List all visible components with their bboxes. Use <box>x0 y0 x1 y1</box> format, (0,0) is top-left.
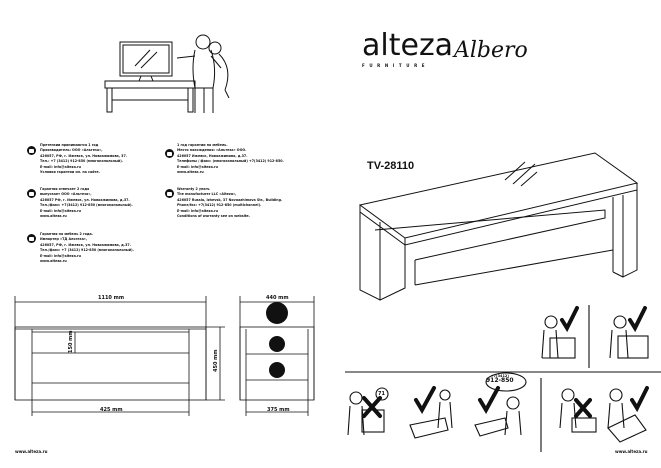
contact-line: E-mail: info@alteza.ru <box>177 164 219 169</box>
contact-line: выпускает ООО «Альтеза», <box>40 192 92 197</box>
dimension-drawing <box>14 296 315 416</box>
contact-line: www.alteza.ru <box>177 170 204 175</box>
contact-line: Импортер «ТД Альтеза», <box>40 237 88 242</box>
cross-icon <box>362 396 382 418</box>
person-icon <box>609 315 649 359</box>
phone-bubble: +7(3412) 912-850 <box>486 374 514 384</box>
contact-line: Условия гарантии см. на сайте. <box>40 170 100 175</box>
contact-line: Гарантия отвечает 2 года <box>40 187 90 191</box>
tv-install-illustration <box>104 34 230 113</box>
model-number: TV-28110 <box>367 160 415 172</box>
contact-line: www.alteza.ru <box>40 259 67 264</box>
website-left: www.alteza.ru <box>15 449 48 454</box>
contact-line: Warranty 2 years. <box>177 187 211 191</box>
country-flag-icon <box>27 189 36 198</box>
contact-line: Тел./факс: +7(3412) 912-850 (многоканаль… <box>40 203 133 208</box>
contact-line: Тел./факс: +7 (3412) 912-850 (многоканал… <box>40 248 134 253</box>
contact-line: Претензии принимаются 1 год <box>40 143 99 147</box>
pictogram-number: 71 <box>378 391 385 397</box>
contact-line: The manufacturer LLC «Alteza», <box>177 192 237 197</box>
dim-height: 450 mm <box>213 349 219 372</box>
contact-line: E-mail: info@alteza.ru <box>40 164 82 169</box>
parts-label-icon <box>269 336 285 352</box>
check-icon <box>628 306 647 333</box>
dim-depth: 440 mm <box>266 295 289 301</box>
country-flag-icon <box>27 234 36 243</box>
country-flag-icon <box>165 189 174 198</box>
assembly-pictograms <box>345 305 661 452</box>
person-icon <box>607 388 647 443</box>
product-illustration <box>358 152 639 301</box>
contact-line: 426057, РФ, г. Ижевск, ул. Новоажимова, … <box>40 242 131 247</box>
contact-line: 1 год гарантии на мебель. <box>177 143 228 147</box>
contact-line: E-mail: info@alteza.ru <box>40 253 82 258</box>
dim-inner-width: 425 mm <box>100 407 123 413</box>
parts-label-icon <box>266 302 288 324</box>
contact-line: Производитель: ООО «Альтеза», <box>40 148 103 153</box>
phone-prefix: +7(3412) <box>490 374 509 378</box>
contact-line: E-mail: info@alteza.ru <box>40 208 82 213</box>
website-right: www.alteza.ru <box>615 449 648 454</box>
country-flag-icon <box>27 146 36 155</box>
check-icon <box>414 386 436 415</box>
contact-line: E-mail: info@alteza.ru <box>177 208 219 213</box>
brand-name: alteza <box>362 28 454 63</box>
contact-line: 426057 Ижевск, Новоажимова, д.37. <box>177 153 248 158</box>
phone-number: 912-850 <box>486 377 514 384</box>
contact-line: Место нахождения: «Альтеза» ООО. <box>177 148 247 153</box>
contact-line: Гарантия на мебель 2 года. <box>40 232 94 236</box>
parts-label-icon <box>269 362 285 378</box>
contact-line: 426057 РФ, г. Ижевск, ул. Новоажимова, д… <box>40 197 130 202</box>
check-icon <box>560 306 579 333</box>
person-icon <box>559 388 597 433</box>
contact-line: 426057, РФ, г. Ижевск, ул. Новоажимова, … <box>40 153 127 158</box>
contact-line: 426057 Russia, Izhevsk, 37 Novoazhimova … <box>177 197 283 202</box>
cross-icon <box>574 398 592 418</box>
check-icon <box>478 386 500 415</box>
contact-line: Телефоны / факс: (многоканальный) +7(341… <box>177 159 284 164</box>
contact-line: Тел.: +7 (3412) 912-850 (многоканальный)… <box>40 159 123 164</box>
check-icon <box>630 386 649 413</box>
dim-inner-depth: 375 mm <box>267 407 290 413</box>
country-flag-icon <box>165 149 174 158</box>
person-icon <box>541 315 576 359</box>
brand-sub: FURNITURE <box>362 63 430 68</box>
person-icon <box>409 389 453 439</box>
contact-line: Conditions of warranty see on website. <box>177 214 250 219</box>
collection-name: Albero <box>454 38 528 63</box>
contact-line: Phone/fax: +7(3412) 912-850 (multichanne… <box>177 203 262 208</box>
dim-shelf: 150 mm <box>68 330 74 353</box>
contact-line: www.alteza.ru <box>40 214 67 219</box>
dim-width: 1110 mm <box>98 295 125 301</box>
person-icon <box>474 396 522 437</box>
